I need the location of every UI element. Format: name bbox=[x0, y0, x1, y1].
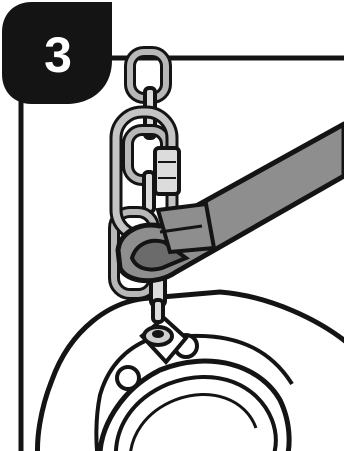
step-number: 3 bbox=[44, 27, 72, 83]
step-number-badge: 3 bbox=[2, 2, 112, 104]
